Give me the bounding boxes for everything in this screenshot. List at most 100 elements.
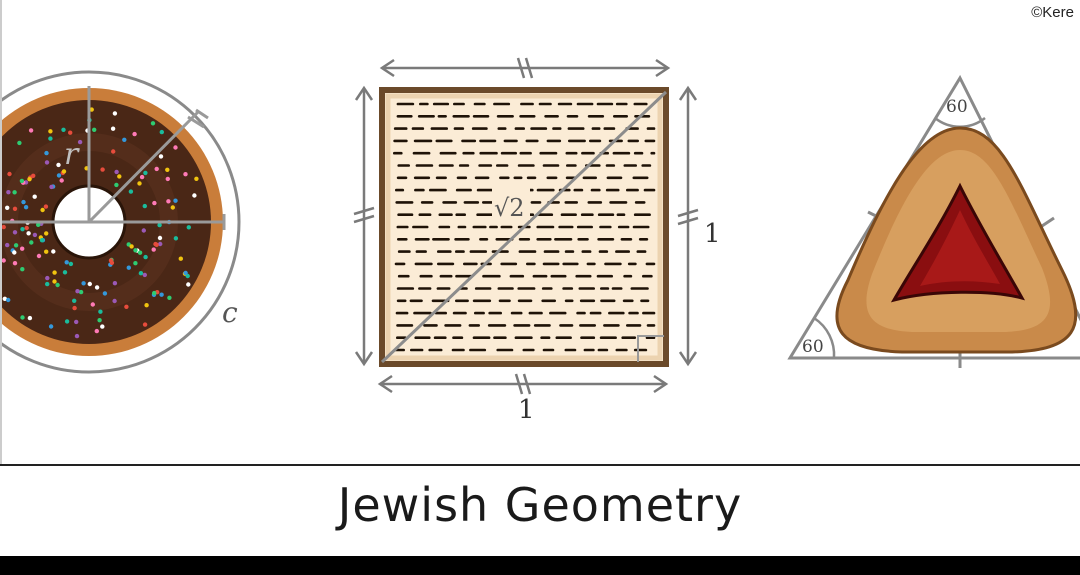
- sprinkle: [112, 281, 118, 286]
- sprinkle: [173, 145, 178, 150]
- sprinkle: [141, 228, 146, 233]
- sprinkle: [144, 303, 149, 308]
- sprinkle: [167, 295, 172, 300]
- sprinkle: [133, 248, 138, 253]
- sprinkle: [45, 275, 50, 281]
- sprinkle: [7, 171, 12, 177]
- tick-mark: [516, 57, 526, 79]
- sprinkle: [12, 230, 18, 235]
- sprinkle: [55, 282, 60, 288]
- sprinkle: [143, 170, 148, 176]
- sprinkle: [165, 176, 170, 182]
- sprinkle: [112, 111, 118, 116]
- sprinkle: [173, 198, 178, 203]
- sprinkle: [6, 190, 11, 195]
- sprinkle: [142, 272, 147, 278]
- sprinkle: [36, 253, 42, 259]
- sprinkle: [52, 270, 57, 275]
- sprinkle: [62, 270, 68, 275]
- sprinkle: [32, 194, 37, 199]
- sprinkle: [51, 249, 56, 254]
- sprinkle: [114, 182, 119, 188]
- sprinkle: [77, 139, 83, 145]
- sprinkle: [142, 322, 148, 327]
- sprinkle: [52, 279, 57, 284]
- sprinkle: [143, 254, 148, 260]
- sprinkle: [43, 204, 49, 209]
- sprinkle: [5, 242, 10, 248]
- tick-mark: [524, 57, 534, 79]
- illustration-panel: r c: [0, 0, 1080, 464]
- sprinkle: [23, 205, 29, 210]
- sprinkle: [94, 328, 100, 334]
- sprinkle: [44, 150, 49, 156]
- sprinkle: [2, 296, 7, 301]
- sprinkle: [94, 285, 100, 290]
- sprinkle: [74, 319, 79, 325]
- sprinkle: [27, 315, 33, 321]
- sprinkle: [165, 167, 170, 172]
- sprinkle: [87, 281, 93, 287]
- sprinkle: [72, 298, 77, 303]
- sprinkle: [68, 261, 74, 267]
- sprinkle: [150, 121, 156, 126]
- tick-mark: [1041, 216, 1055, 228]
- sprinkle: [75, 289, 80, 294]
- sprinkle: [178, 256, 183, 261]
- left-angle-label: 60: [802, 337, 824, 357]
- sprinkle: [98, 309, 103, 314]
- sprinkle: [44, 249, 49, 254]
- sprinkle: [157, 222, 162, 228]
- sprinkle: [49, 184, 54, 190]
- sprinkle: [20, 267, 25, 272]
- sprinkle: [61, 169, 67, 174]
- sprinkle: [128, 189, 134, 194]
- sprinkle: [126, 265, 131, 270]
- arrowhead: [379, 58, 395, 78]
- sprinkle: [1, 224, 6, 230]
- sprinkle: [117, 174, 122, 179]
- sprinkle: [31, 173, 36, 178]
- sprinkle: [159, 129, 164, 135]
- circumference-circle: [0, 70, 241, 374]
- sprinkle: [89, 107, 94, 112]
- sprinkle: [185, 273, 190, 279]
- sprinkle: [32, 232, 38, 238]
- sprinkle: [24, 225, 29, 231]
- sprinkle: [132, 131, 137, 137]
- sprinkle: [44, 231, 49, 236]
- sprinkle: [68, 130, 73, 135]
- sprinkle: [36, 222, 41, 227]
- tick-mark: [677, 216, 699, 226]
- sprinkle: [12, 250, 17, 255]
- geometry-illustration: r c: [0, 57, 1080, 425]
- sprinkle: [97, 318, 102, 323]
- diagonal-label-bg: [492, 188, 530, 220]
- sprinkle: [114, 169, 119, 175]
- sprinkle: [102, 291, 108, 296]
- tick-mark: [353, 206, 375, 216]
- tick-mark: [353, 214, 375, 224]
- sprinkle: [159, 292, 164, 297]
- sprinkle: [152, 290, 157, 296]
- sprinkle: [20, 315, 25, 320]
- sprinkle: [56, 173, 62, 178]
- sprinkle: [44, 160, 50, 165]
- sprinkle: [19, 178, 25, 184]
- sprinkle: [64, 260, 69, 265]
- sprinkle: [48, 136, 53, 141]
- side-length-bottom-label: 1: [518, 395, 535, 425]
- sprinkle: [27, 177, 32, 182]
- caption-title: Jewish Geometry: [337, 478, 743, 532]
- sprinkle: [183, 270, 188, 276]
- arrowhead: [377, 374, 393, 394]
- sprinkle: [166, 199, 171, 204]
- left-angle-arc: [813, 316, 836, 359]
- sprinkle: [157, 235, 163, 241]
- diagonal-line: [380, 90, 668, 364]
- sprinkle: [129, 244, 134, 249]
- tick-mark: [195, 108, 209, 120]
- sprinkle: [6, 297, 11, 303]
- tick-mark: [187, 115, 205, 129]
- sprinkle: [154, 166, 159, 172]
